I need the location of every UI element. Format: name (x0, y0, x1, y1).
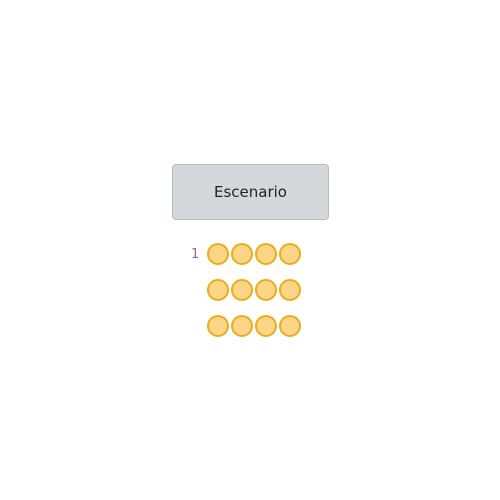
seat[interactable] (207, 279, 229, 301)
stage-button[interactable]: Escenario (172, 164, 329, 220)
seat[interactable] (279, 279, 301, 301)
seat[interactable] (207, 315, 229, 337)
seat[interactable] (231, 279, 253, 301)
seat-row (185, 315, 303, 337)
seat[interactable] (255, 243, 277, 265)
seat-row: 1 (185, 243, 303, 265)
seat[interactable] (279, 243, 301, 265)
seat[interactable] (255, 279, 277, 301)
seat[interactable] (207, 243, 229, 265)
seat[interactable] (255, 315, 277, 337)
seat-row (185, 279, 303, 301)
row-label: 1 (191, 246, 200, 262)
seat[interactable] (279, 315, 301, 337)
seat[interactable] (231, 243, 253, 265)
seat-grid: 1 (185, 243, 303, 351)
seat[interactable] (231, 315, 253, 337)
